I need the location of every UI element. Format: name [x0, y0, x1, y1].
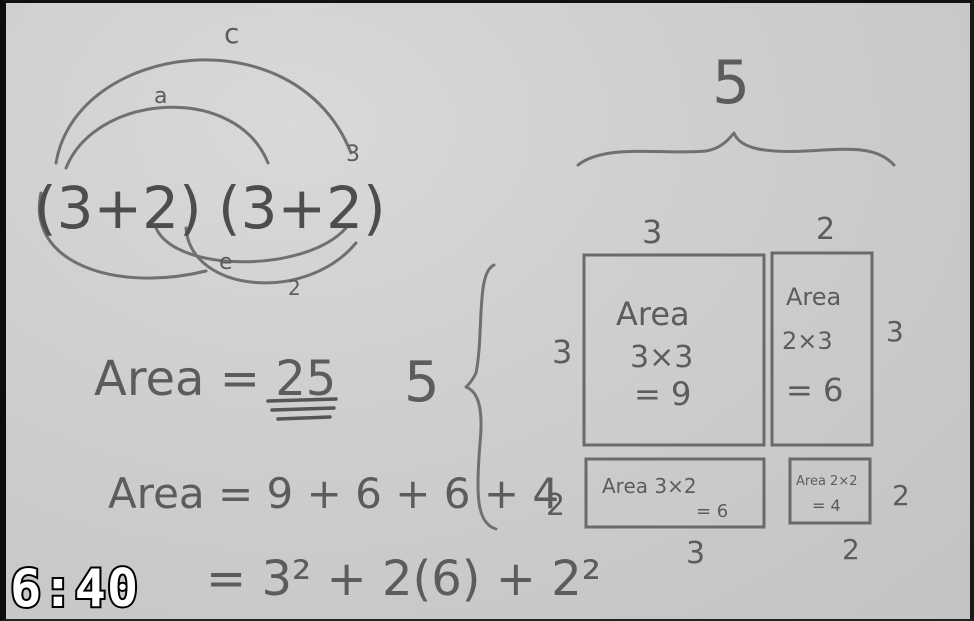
whiteboard-drawing: c a 3 e 2 (3+2) (3+2) Area = 25 5 Area =…: [34, 17, 910, 607]
cell-br-result: = 4: [812, 496, 841, 515]
horizontal-brace: [576, 131, 896, 167]
square-top-left: [582, 253, 766, 447]
cell-tr-label: Area: [786, 283, 841, 311]
arc-lower-loop: [184, 226, 358, 285]
arc-label-c: c: [224, 17, 239, 50]
arc-inner-bottom: [154, 226, 348, 264]
cell-tl-label: Area: [616, 295, 690, 333]
left-height-bottom: 2: [546, 488, 565, 523]
cell-tr-result: = 6: [786, 371, 843, 409]
cell-bl-label: Area 3×2: [602, 474, 697, 498]
cell-tl-formula: 3×3: [630, 340, 693, 375]
cell-bl-result: = 6: [696, 501, 728, 522]
underline-1: [266, 397, 338, 403]
cell-br-label: Area 2×2: [796, 474, 857, 489]
arc-inner-top: [64, 105, 270, 170]
expression-left-factor: (3+2): [34, 174, 202, 242]
cell-tr-formula: 2×3: [782, 327, 833, 355]
underline-3: [276, 415, 332, 421]
side-five-label: 5: [404, 350, 440, 415]
arc-label-a: a: [154, 84, 167, 109]
arc-label-2: 2: [288, 276, 301, 300]
square-bottom-right: [788, 457, 872, 525]
underline-2: [270, 406, 336, 412]
arc-outer-bottom: [37, 191, 208, 280]
arc-outer-top: [54, 58, 353, 165]
bottom-width-right: 2: [842, 533, 860, 566]
area-total-equation: Area = 25: [94, 351, 336, 407]
rect-bottom-left: [584, 457, 766, 529]
right-height-top: 3: [886, 315, 904, 348]
expression-right-factor: (3+2): [218, 174, 386, 242]
brace-top-label: 5: [712, 48, 750, 118]
area-sum-equation: Area = 9 + 6 + 6 + 4: [108, 469, 559, 518]
cell-tl-result: = 9: [634, 375, 691, 413]
bottom-width-left: 3: [686, 536, 705, 571]
vertical-brace: [464, 263, 498, 531]
arc-label-3: 3: [346, 142, 360, 167]
top-width-left: 3: [642, 213, 662, 251]
top-width-right: 2: [816, 212, 835, 247]
arc-label-e: e: [219, 250, 233, 275]
rect-top-right: [770, 251, 874, 447]
expanded-equation: = 3² + 2(6) + 2²: [206, 551, 601, 607]
video-timestamp: 6:40: [8, 558, 140, 619]
right-height-bottom: 2: [892, 479, 910, 512]
left-height-top: 3: [552, 333, 572, 371]
